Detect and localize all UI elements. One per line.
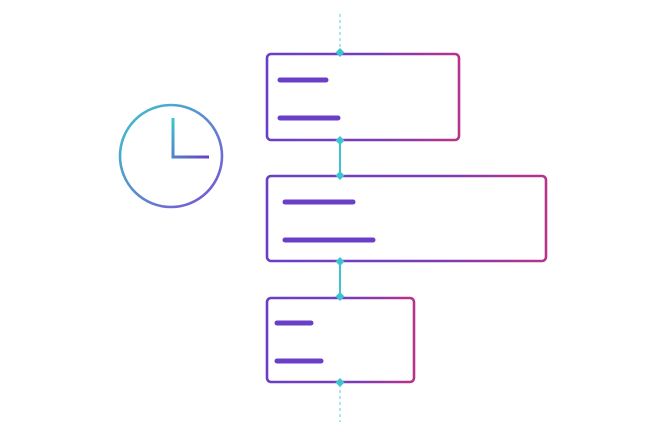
timeline-card-3 (265, 296, 416, 384)
node-diamond (335, 48, 345, 57)
timeline-nodes (335, 48, 345, 387)
node-diamond (335, 171, 345, 180)
timeline-card-1 (265, 52, 461, 142)
node-diamond (335, 257, 345, 266)
clock-icon (118, 103, 224, 209)
node-diamond (335, 378, 345, 387)
node-diamond (335, 292, 345, 301)
node-diamond (335, 136, 345, 145)
timeline-card-2 (265, 174, 548, 263)
